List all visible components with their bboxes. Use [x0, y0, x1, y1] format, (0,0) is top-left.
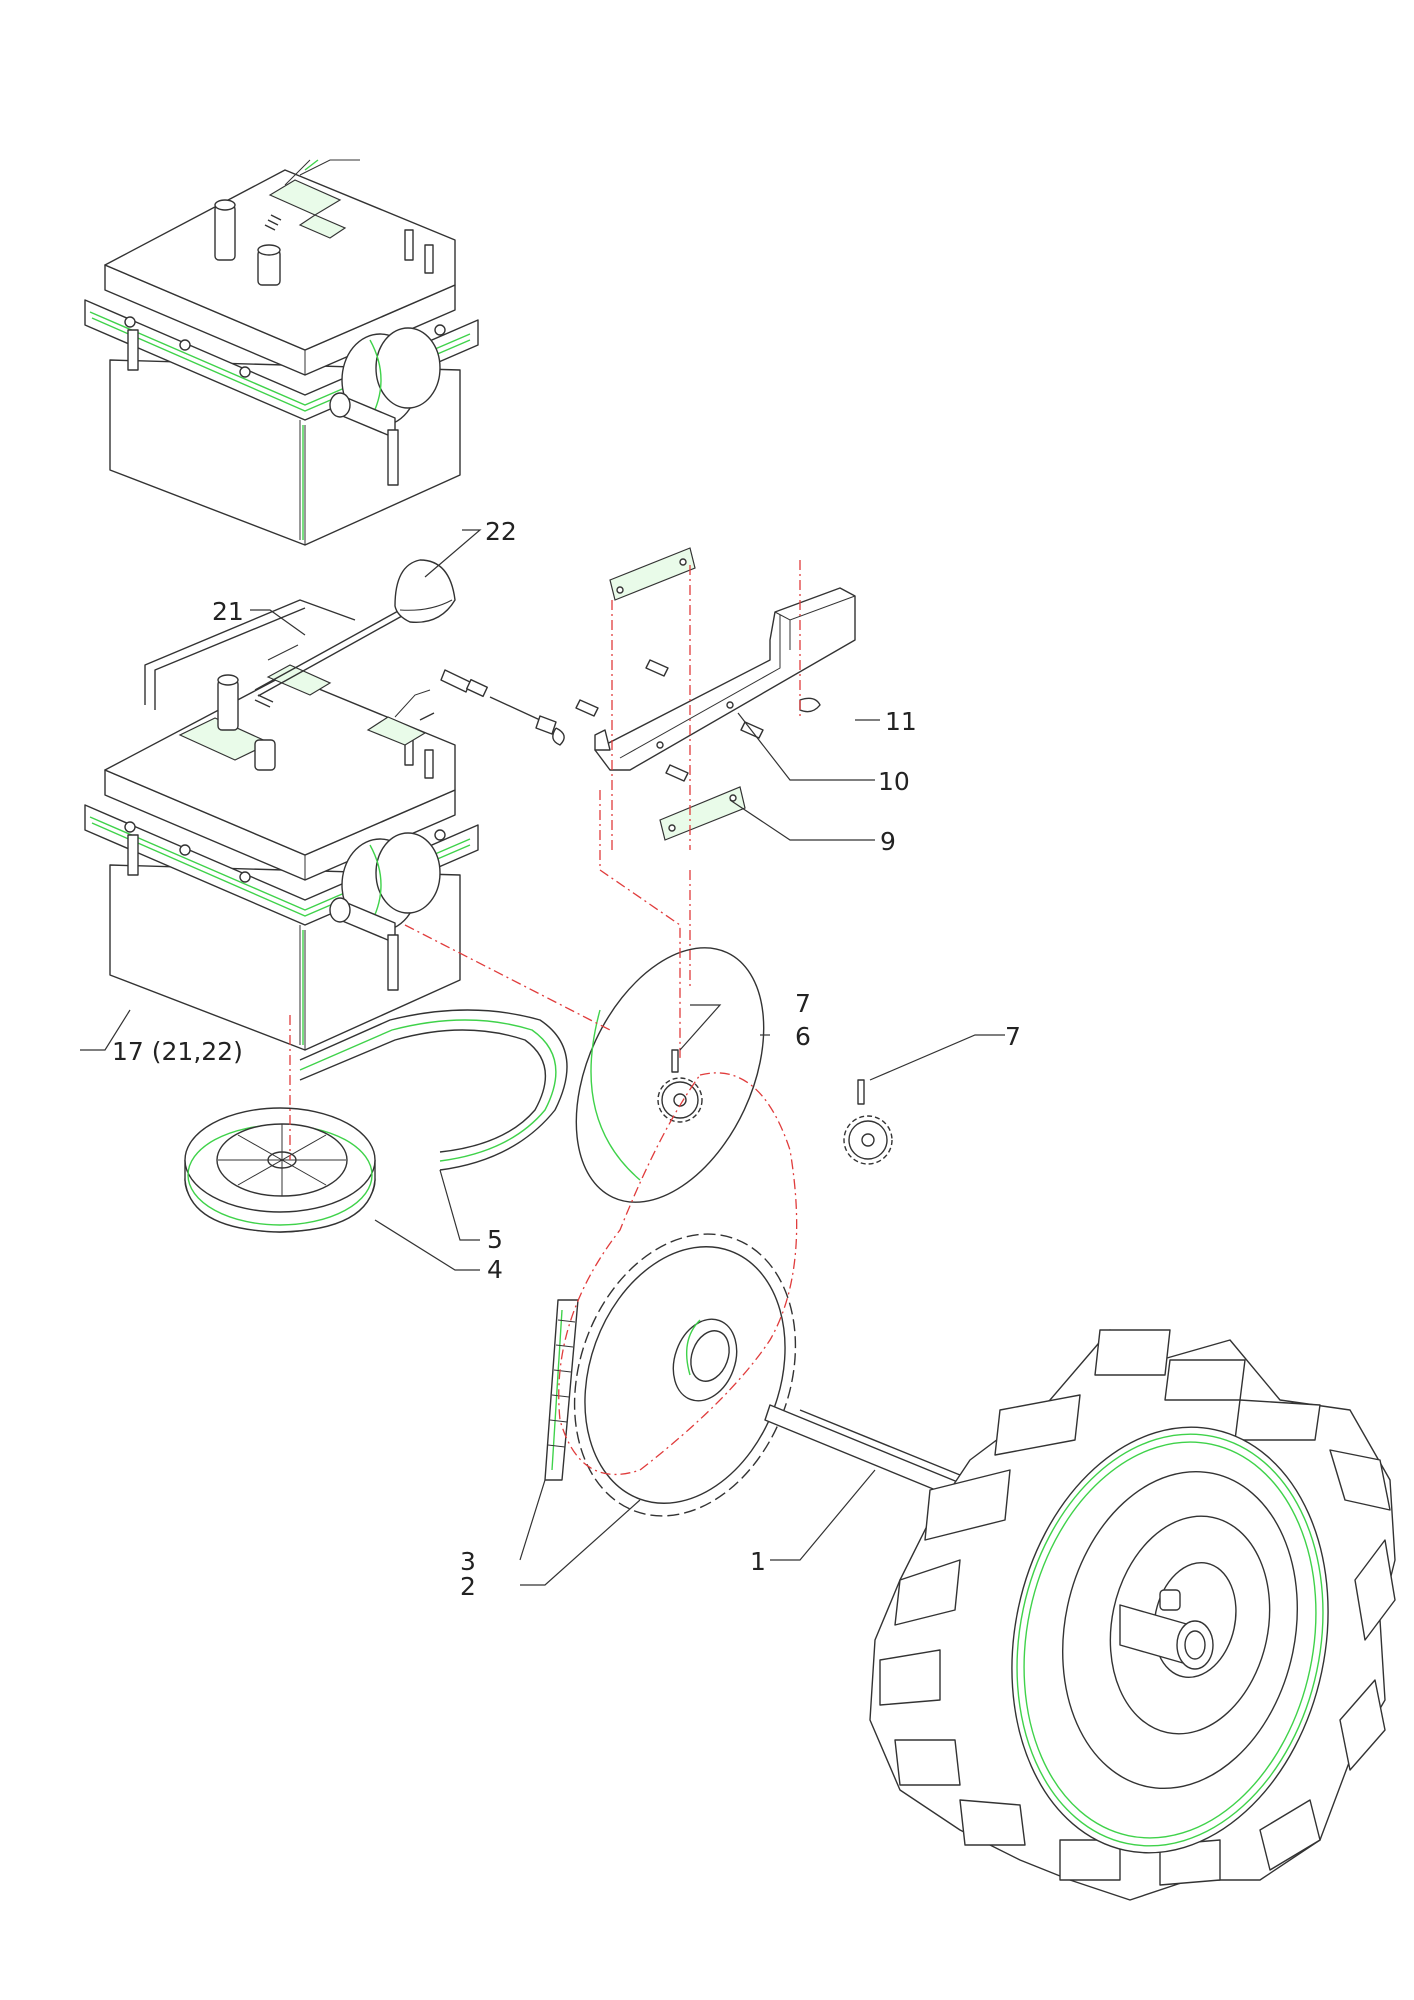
axle-1 [764, 1404, 966, 1501]
callout-2: 2 [460, 1572, 476, 1601]
callout-5: 5 [487, 1225, 503, 1254]
callout-7-left: 7 [795, 989, 811, 1018]
gearbox-top [84, 159, 479, 546]
small-sprocket-7-right [843, 1079, 893, 1165]
plate-9-top [609, 547, 696, 601]
disc-6 [575, 947, 765, 1203]
callout-3: 3 [460, 1547, 476, 1576]
v-belt-5 [299, 1009, 568, 1171]
tractor-wheel [869, 1329, 1396, 1901]
assembly-centerlines [289, 560, 801, 1476]
shift-lever-21 [254, 609, 403, 697]
callout-6: 6 [795, 1022, 811, 1051]
callout-9: 9 [880, 827, 896, 856]
pulley-4 [184, 1107, 376, 1233]
callout-22: 22 [485, 517, 517, 546]
callout-4: 4 [487, 1255, 503, 1284]
callout-10: 10 [878, 767, 910, 796]
chain-3 [544, 1299, 579, 1481]
plate-9-bottom [659, 786, 746, 841]
callout-17: 17 (21,22) [112, 1037, 243, 1066]
bolt-10 [575, 659, 821, 782]
callout-7-right: 7 [1005, 1022, 1021, 1051]
gearbox-assembly-17 [84, 599, 479, 1051]
callout-leaders [80, 529, 1005, 1586]
shift-knob-22 [394, 559, 456, 624]
bracket-11 [594, 587, 856, 771]
large-sprocket-2 [573, 1233, 797, 1517]
control-cable [440, 669, 565, 746]
callout-1: 1 [750, 1547, 766, 1576]
callout-21: 21 [212, 597, 244, 626]
callout-labels: 22 21 11 10 9 17 (21,22) 7 6 7 5 4 3 2 1 [112, 517, 1021, 1601]
callout-11: 11 [885, 707, 917, 736]
